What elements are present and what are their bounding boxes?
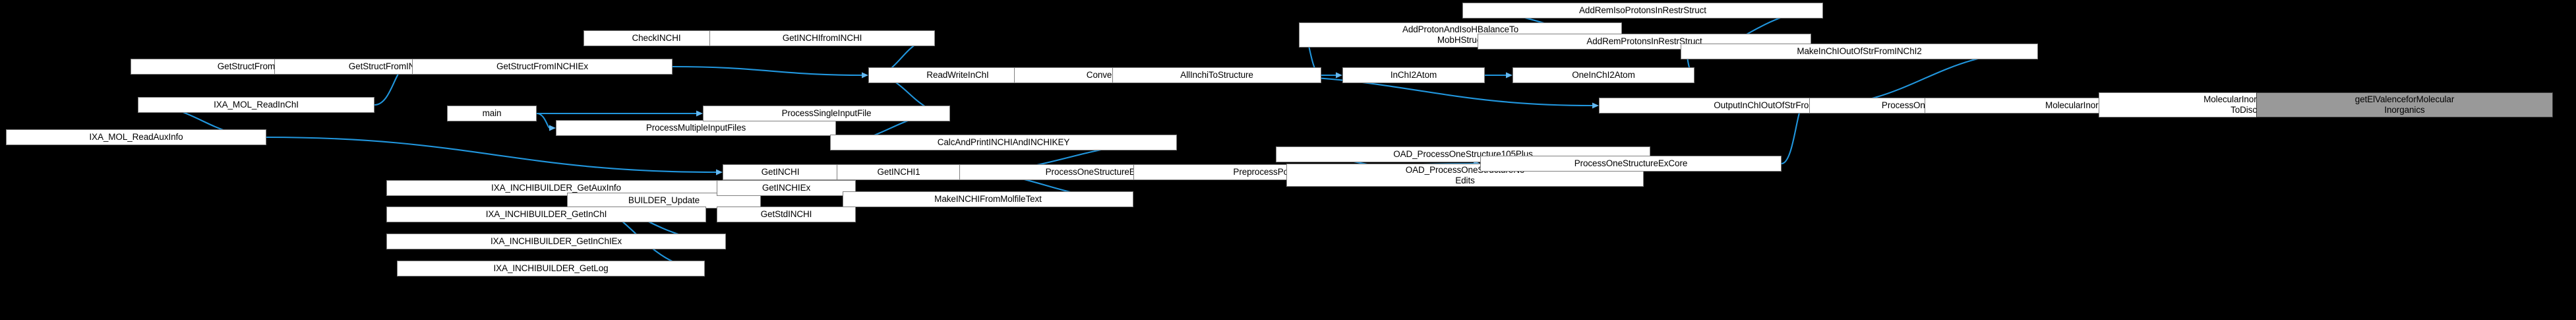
graph-node-label: MakeInChIOutOfStrFromINChI2 [1797,46,1922,57]
graph-node[interactable]: IXA_INCHIBUILDER_GetLog [397,261,705,276]
graph-edge-arrowhead [862,72,868,79]
graph-node-label: GetINCHI1 [877,167,920,177]
graph-node-label: ProcessMultipleInputFiles [645,123,746,133]
graph-node[interactable]: GetINCHIEx [717,180,856,196]
graph-node-label: IXA_INCHIBUILDER_GetInChI [485,209,607,220]
graph-node-label: AddProtonAndIsoHBalanceTo MobHStruct [1402,24,1519,45]
graph-edge [672,65,863,77]
graph-node[interactable]: getElValenceforMolecular Inorganics [2256,92,2553,117]
graph-node[interactable]: IXA_INCHIBUILDER_GetInChIEx [386,234,726,249]
graph-edge-arrowhead [716,169,723,176]
graph-node[interactable]: GetINCHI [723,164,838,180]
graph-node[interactable]: AddRemIsoProtonsInRestrStruct [1462,3,1823,18]
graph-edge-arrowhead [549,125,556,131]
graph-edge-arrowhead [1592,102,1599,109]
graph-node-label: GetINCHIEx [762,183,811,193]
graph-node-label: IXA_INCHIBUILDER_GetAuxInfo [491,183,621,193]
graph-node-label: IXA_MOL_ReadAuxInfo [89,132,183,143]
graph-node[interactable]: IXA_MOL_ReadInChI [138,97,374,113]
graph-edge [536,112,551,129]
graph-edge-arrowhead [696,110,703,117]
graph-node-label: BUILDER_Update [628,195,700,206]
graph-node[interactable]: CalcAndPrintINCHIAndINCHIKEY [830,135,1177,150]
graph-node-label: AddRemProtonsInRestrStruct [1586,36,1702,47]
graph-node-label: ProcessOneStructureEx [1045,167,1140,177]
graph-node[interactable]: GetINCHI1 [837,164,961,180]
graph-edge [1781,104,1805,165]
graph-node-label: getElValenceforMolecular Inorganics [2354,94,2455,115]
graph-node-label: OneInChI2Atom [1572,70,1635,80]
graph-node-label: MakeINCHIFromMolfileText [934,194,1042,205]
graph-node[interactable]: main [447,106,537,121]
graph-edge [266,136,717,174]
graph-node-label: AllInchiToStructure [1180,70,1253,80]
graph-node-label: GetStructFromINCHI [348,61,431,72]
graph-node[interactable]: CheckINCHI [584,30,729,46]
graph-node[interactable]: GetINCHIfromINCHI [709,30,935,46]
graph-node-label: GetINCHIfromINCHI [782,33,862,44]
graph-node[interactable]: MakeINCHIFromMolfileText [843,191,1133,207]
graph-node-label: ProcessOneStructureExCore [1574,158,1688,169]
graph-node-label: main [482,108,502,119]
graph-node-label: CheckINCHI [632,33,681,44]
graph-node-label: OutputInChIOutOfStrFromINCHI [1714,100,1840,111]
graph-edge-arrowhead [1506,72,1513,79]
graph-node[interactable]: OneInChI2Atom [1513,67,1694,83]
graph-node[interactable]: MakeInChIOutOfStrFromINChI2 [1681,44,2038,59]
graph-node[interactable]: ProcessSingleInputFile [703,106,950,121]
graph-node-label: InChI2Atom [1390,70,1437,80]
graph-node[interactable]: GetStructFromINCHIEx [412,59,673,75]
graph-node-label: AddRemIsoProtonsInRestrStruct [1579,5,1706,16]
graph-node-label: GetINCHI [761,167,800,177]
graph-node-label: GetStructFromINCHIEx [496,61,589,72]
graph-node-label: IXA_INCHIBUILDER_GetInChIEx [490,236,622,247]
graph-node[interactable]: ProcessOneStructureExCore [1480,156,1782,172]
graph-edge-arrowhead [1336,72,1342,79]
graph-node-label: ProcessSingleInputFile [781,108,872,119]
graph-node[interactable]: AllInchiToStructure [1112,67,1321,83]
graph-node-label: IXA_INCHIBUILDER_GetLog [493,263,609,274]
graph-node-label: ReadWriteInChI [926,70,989,80]
graph-node-label: GetStdINCHI [760,209,812,220]
graph-node[interactable]: InChI2Atom [1342,67,1485,83]
graph-node[interactable]: ProcessMultipleInputFiles [556,120,836,136]
graph-node[interactable]: GetStdINCHI [717,207,856,222]
graph-node-label: IXA_MOL_ReadInChI [214,100,299,110]
graph-node-label: CalcAndPrintINCHIAndINCHIKEY [937,137,1070,148]
graph-node[interactable]: IXA_MOL_ReadAuxInfo [6,129,266,145]
graph-node[interactable]: IXA_INCHIBUILDER_GetInChI [386,207,706,222]
